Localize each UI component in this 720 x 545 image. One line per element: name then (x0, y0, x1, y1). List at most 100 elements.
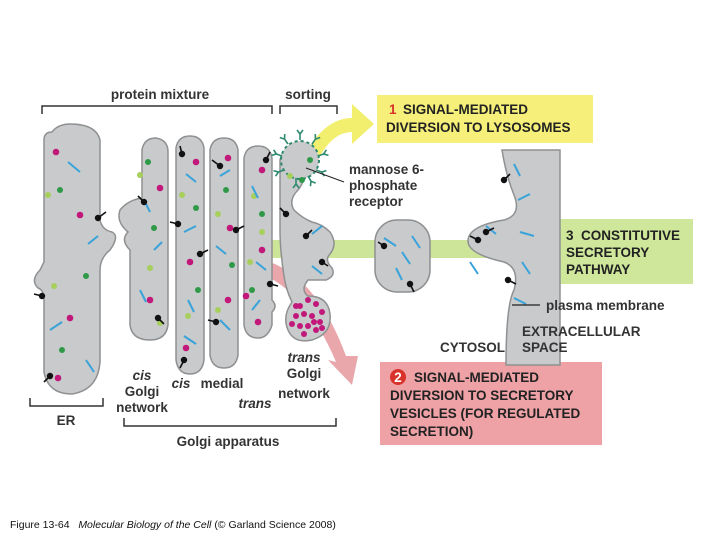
extracellular-line-2: SPACE (522, 340, 568, 355)
membrane-pin-head (140, 198, 148, 206)
membrane-protein (255, 261, 267, 271)
endoplasmic-reticulum (33, 123, 117, 395)
granule-dot (301, 331, 307, 337)
lightgreen-cargo (45, 192, 51, 198)
membrane-pin-head (38, 292, 46, 300)
lightgreen-cargo (137, 172, 143, 178)
membrane-protein (521, 261, 531, 275)
lightgreen-cargo (215, 211, 221, 217)
granule-dot (293, 303, 299, 309)
granule-dot (289, 321, 295, 327)
protein-mixture-bracket (41, 105, 273, 114)
granule-dot (317, 319, 323, 325)
lysosome-arrow (306, 104, 374, 160)
granule-dot (313, 327, 319, 333)
granule-dot (319, 309, 325, 315)
membrane-protein (67, 161, 81, 173)
granule-dot (301, 311, 307, 317)
membrane-pin-head (318, 258, 326, 266)
pathway-2-line-3: VESICLES (FOR REGULATED (390, 406, 581, 421)
pathway-2-badge (390, 369, 406, 385)
green-cargo (59, 347, 65, 353)
mannose-receptor-label: mannose 6- phosphate receptor (349, 162, 428, 209)
membrane-protein (251, 299, 261, 311)
lightgreen-cargo (287, 173, 293, 179)
membrane-pin-head (474, 236, 482, 244)
green-cargo (145, 159, 151, 165)
secretory-vesicle (374, 219, 431, 293)
green-cargo (195, 287, 201, 293)
cis-cisterna-label: cis (172, 376, 191, 391)
magenta-cargo (242, 292, 250, 300)
green-cargo (249, 287, 255, 293)
green-cargo (57, 187, 63, 193)
er-label: ER (57, 413, 76, 428)
membrane-protein (411, 235, 421, 249)
membrane-pin-head (500, 176, 508, 184)
granule-dot (319, 325, 325, 331)
pathway-3-number: 3 (566, 228, 574, 243)
membrane-protein (519, 231, 535, 237)
magenta-cargo (258, 166, 266, 174)
granule-dot (305, 297, 311, 303)
protein-mixture-label: protein mixture (111, 87, 210, 102)
magenta-cargo (192, 158, 200, 166)
pathway-1-label: SIGNAL-MEDIATED DIVERSION TO LYSOSOMES (386, 102, 571, 135)
cis-golgi-network-golgi: Golgi (125, 384, 160, 399)
trans-golgi-network-trans: trans (287, 350, 321, 365)
extracellular-line-1: EXTRACELLULAR (522, 324, 641, 339)
membrane-protein (311, 265, 323, 275)
pathway-2-box (380, 362, 602, 445)
magenta-cargo (52, 148, 60, 156)
mannose-receptors (271, 129, 329, 189)
magenta-cargo (54, 374, 62, 382)
receptor-y (296, 129, 304, 140)
pathway-3-label: CONSTITUTIVE SECRETORY PATHWAY (566, 228, 684, 277)
magenta-cargo (186, 258, 194, 266)
trans-golgi-network-network: network (278, 386, 330, 401)
membrane-protein (87, 235, 99, 245)
golgi-apparatus-bracket (123, 418, 337, 427)
pathway-2-line-1: SIGNAL-MEDIATED (414, 370, 539, 385)
sorting-bracket (279, 105, 338, 114)
membrane-protein (517, 193, 531, 201)
granule-dot (305, 323, 311, 329)
pathway-1-box (377, 95, 593, 143)
trans-golgi-cisterna (243, 145, 276, 339)
membrane-protein (513, 163, 521, 177)
figure-caption: Figure 13-64 Molecular Biology of the Ce… (10, 519, 336, 531)
membrane-protein (183, 335, 197, 345)
membrane-protein (215, 245, 227, 255)
magenta-cargo (224, 296, 232, 304)
green-cargo (83, 273, 89, 279)
granule-dot (311, 319, 317, 325)
membrane-pin-head (406, 280, 414, 288)
granule-dot (313, 301, 319, 307)
lightgreen-cargo (259, 229, 265, 235)
membrane-pin-head (178, 150, 186, 158)
green-cargo (259, 211, 265, 217)
receptor-y (292, 178, 300, 189)
cis-golgi-network (118, 137, 169, 341)
pathway-3-box (555, 219, 693, 284)
membrane-protein (251, 185, 259, 199)
membrane-pin-head (482, 228, 490, 236)
er-bracket (29, 398, 104, 407)
green-cargo (299, 177, 305, 183)
mannose-receptor-line-2: phosphate (349, 178, 418, 193)
magenta-cargo (224, 154, 232, 162)
pathway-2-number: 2 (394, 370, 402, 385)
green-cargo (223, 187, 229, 193)
membrane-protein (187, 299, 195, 313)
membrane-pin-head (46, 372, 54, 380)
magenta-cargo (76, 211, 84, 219)
granule-dot (309, 313, 315, 319)
pathway-1-line-1: SIGNAL-MEDIATED (403, 102, 528, 117)
lightgreen-cargo (215, 307, 221, 313)
pathway-1-badge (387, 102, 401, 116)
membrane-protein (383, 237, 397, 247)
cis-golgi-network-network: network (116, 400, 168, 415)
membrane-pin-head (282, 210, 290, 218)
